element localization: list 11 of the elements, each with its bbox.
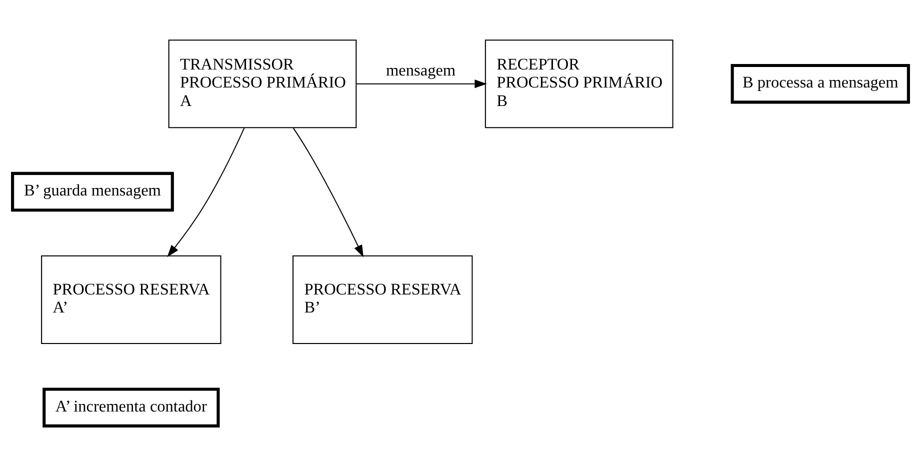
node-box: PROCESSO RESERVA A’ <box>41 255 222 344</box>
arrow <box>292 128 364 258</box>
arrow <box>356 80 487 88</box>
node-box: TRANSMISSOR PROCESSO PRIMÁRIO A <box>168 40 357 128</box>
arrow <box>167 128 245 258</box>
node-box: B’ guarda mensagem <box>11 172 174 212</box>
edge-label: mensagem <box>386 60 456 80</box>
node-box: B processa a mensagem <box>730 64 910 104</box>
node-box: A’ incrementa contador <box>42 388 220 428</box>
node-box: PROCESSO RESERVA B’ <box>292 255 473 344</box>
node-box: RECEPTOR PROCESSO PRIMÁRIO B <box>484 40 674 128</box>
